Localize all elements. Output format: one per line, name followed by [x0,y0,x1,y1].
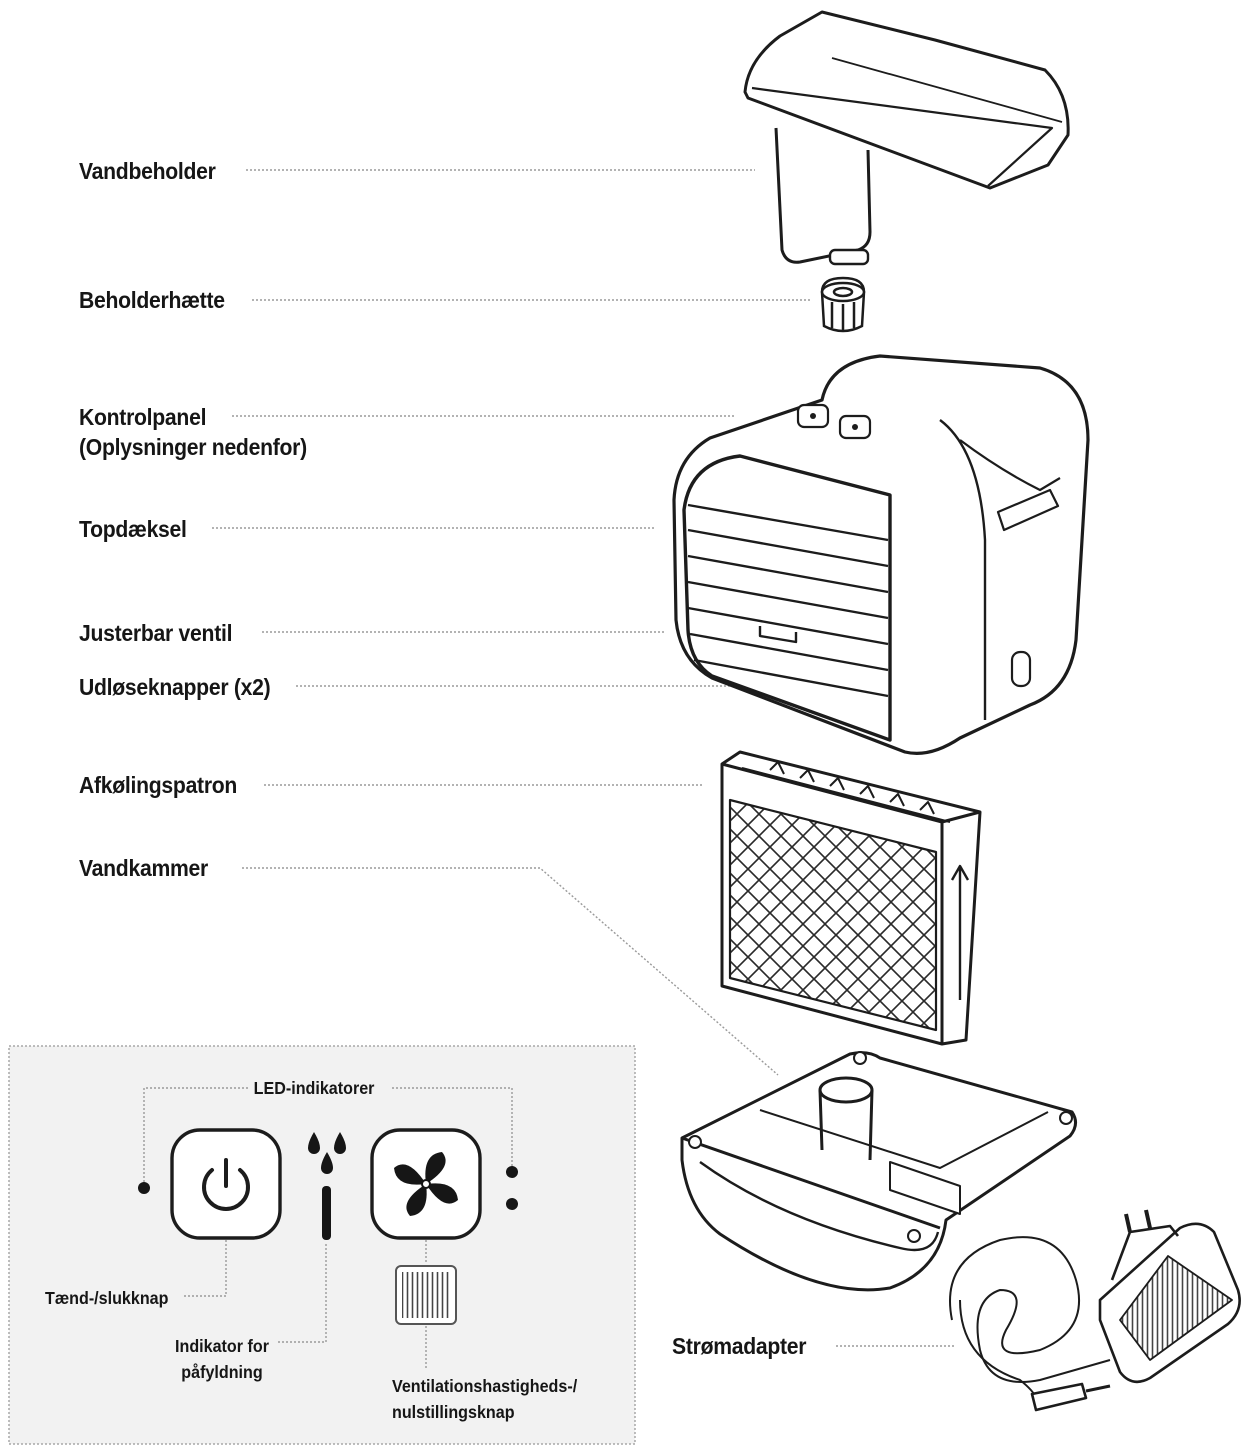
label-refill-indicator-line1: Indikator for [175,1336,269,1356]
label-power-button: Tænd-/slukknap [45,1288,169,1308]
label-water-chamber: Vandkammer [79,855,208,881]
leader-lines [212,169,1010,1347]
water-drop-icon [308,1132,346,1240]
label-fan-button-line2: nulstillingsknap [392,1402,515,1422]
cooling-cartridge-drawing [720,750,982,1046]
fan-button-icon [370,1128,482,1240]
label-refill-indicator-line2: påfyldning [181,1362,263,1382]
main-unit-drawing [672,354,1090,755]
label-tank-cap: Beholderhætte [79,287,225,313]
water-chamber-drawing [680,1051,1077,1292]
label-release-buttons: Udløseknapper (x2) [79,674,271,700]
label-control-panel-note: (Oplysninger nedenfor) [79,434,307,460]
label-control-panel: Kontrolpanel [79,404,207,430]
label-led-indicators: LED-indikatorer [250,1076,379,1100]
power-adapter-drawing [949,1209,1241,1412]
control-panel-detail-box [8,1045,636,1445]
water-tank-drawing [743,10,1070,266]
label-fan-button-line1: Ventilationshastigheds-/ [392,1376,578,1396]
label-cooling-cartridge: Afkølingspatron [79,772,238,798]
leader-water-chamber [242,867,779,1076]
power-button-icon [170,1128,282,1240]
tank-cap-drawing [820,276,866,333]
label-adjustable-vent: Justerbar ventil [79,620,233,646]
label-water-tank: Vandbeholder [79,158,216,184]
filter-icon [395,1265,457,1325]
label-power-adapter: Strømadapter [672,1333,807,1359]
label-top-cover: Topdæksel [79,516,187,542]
